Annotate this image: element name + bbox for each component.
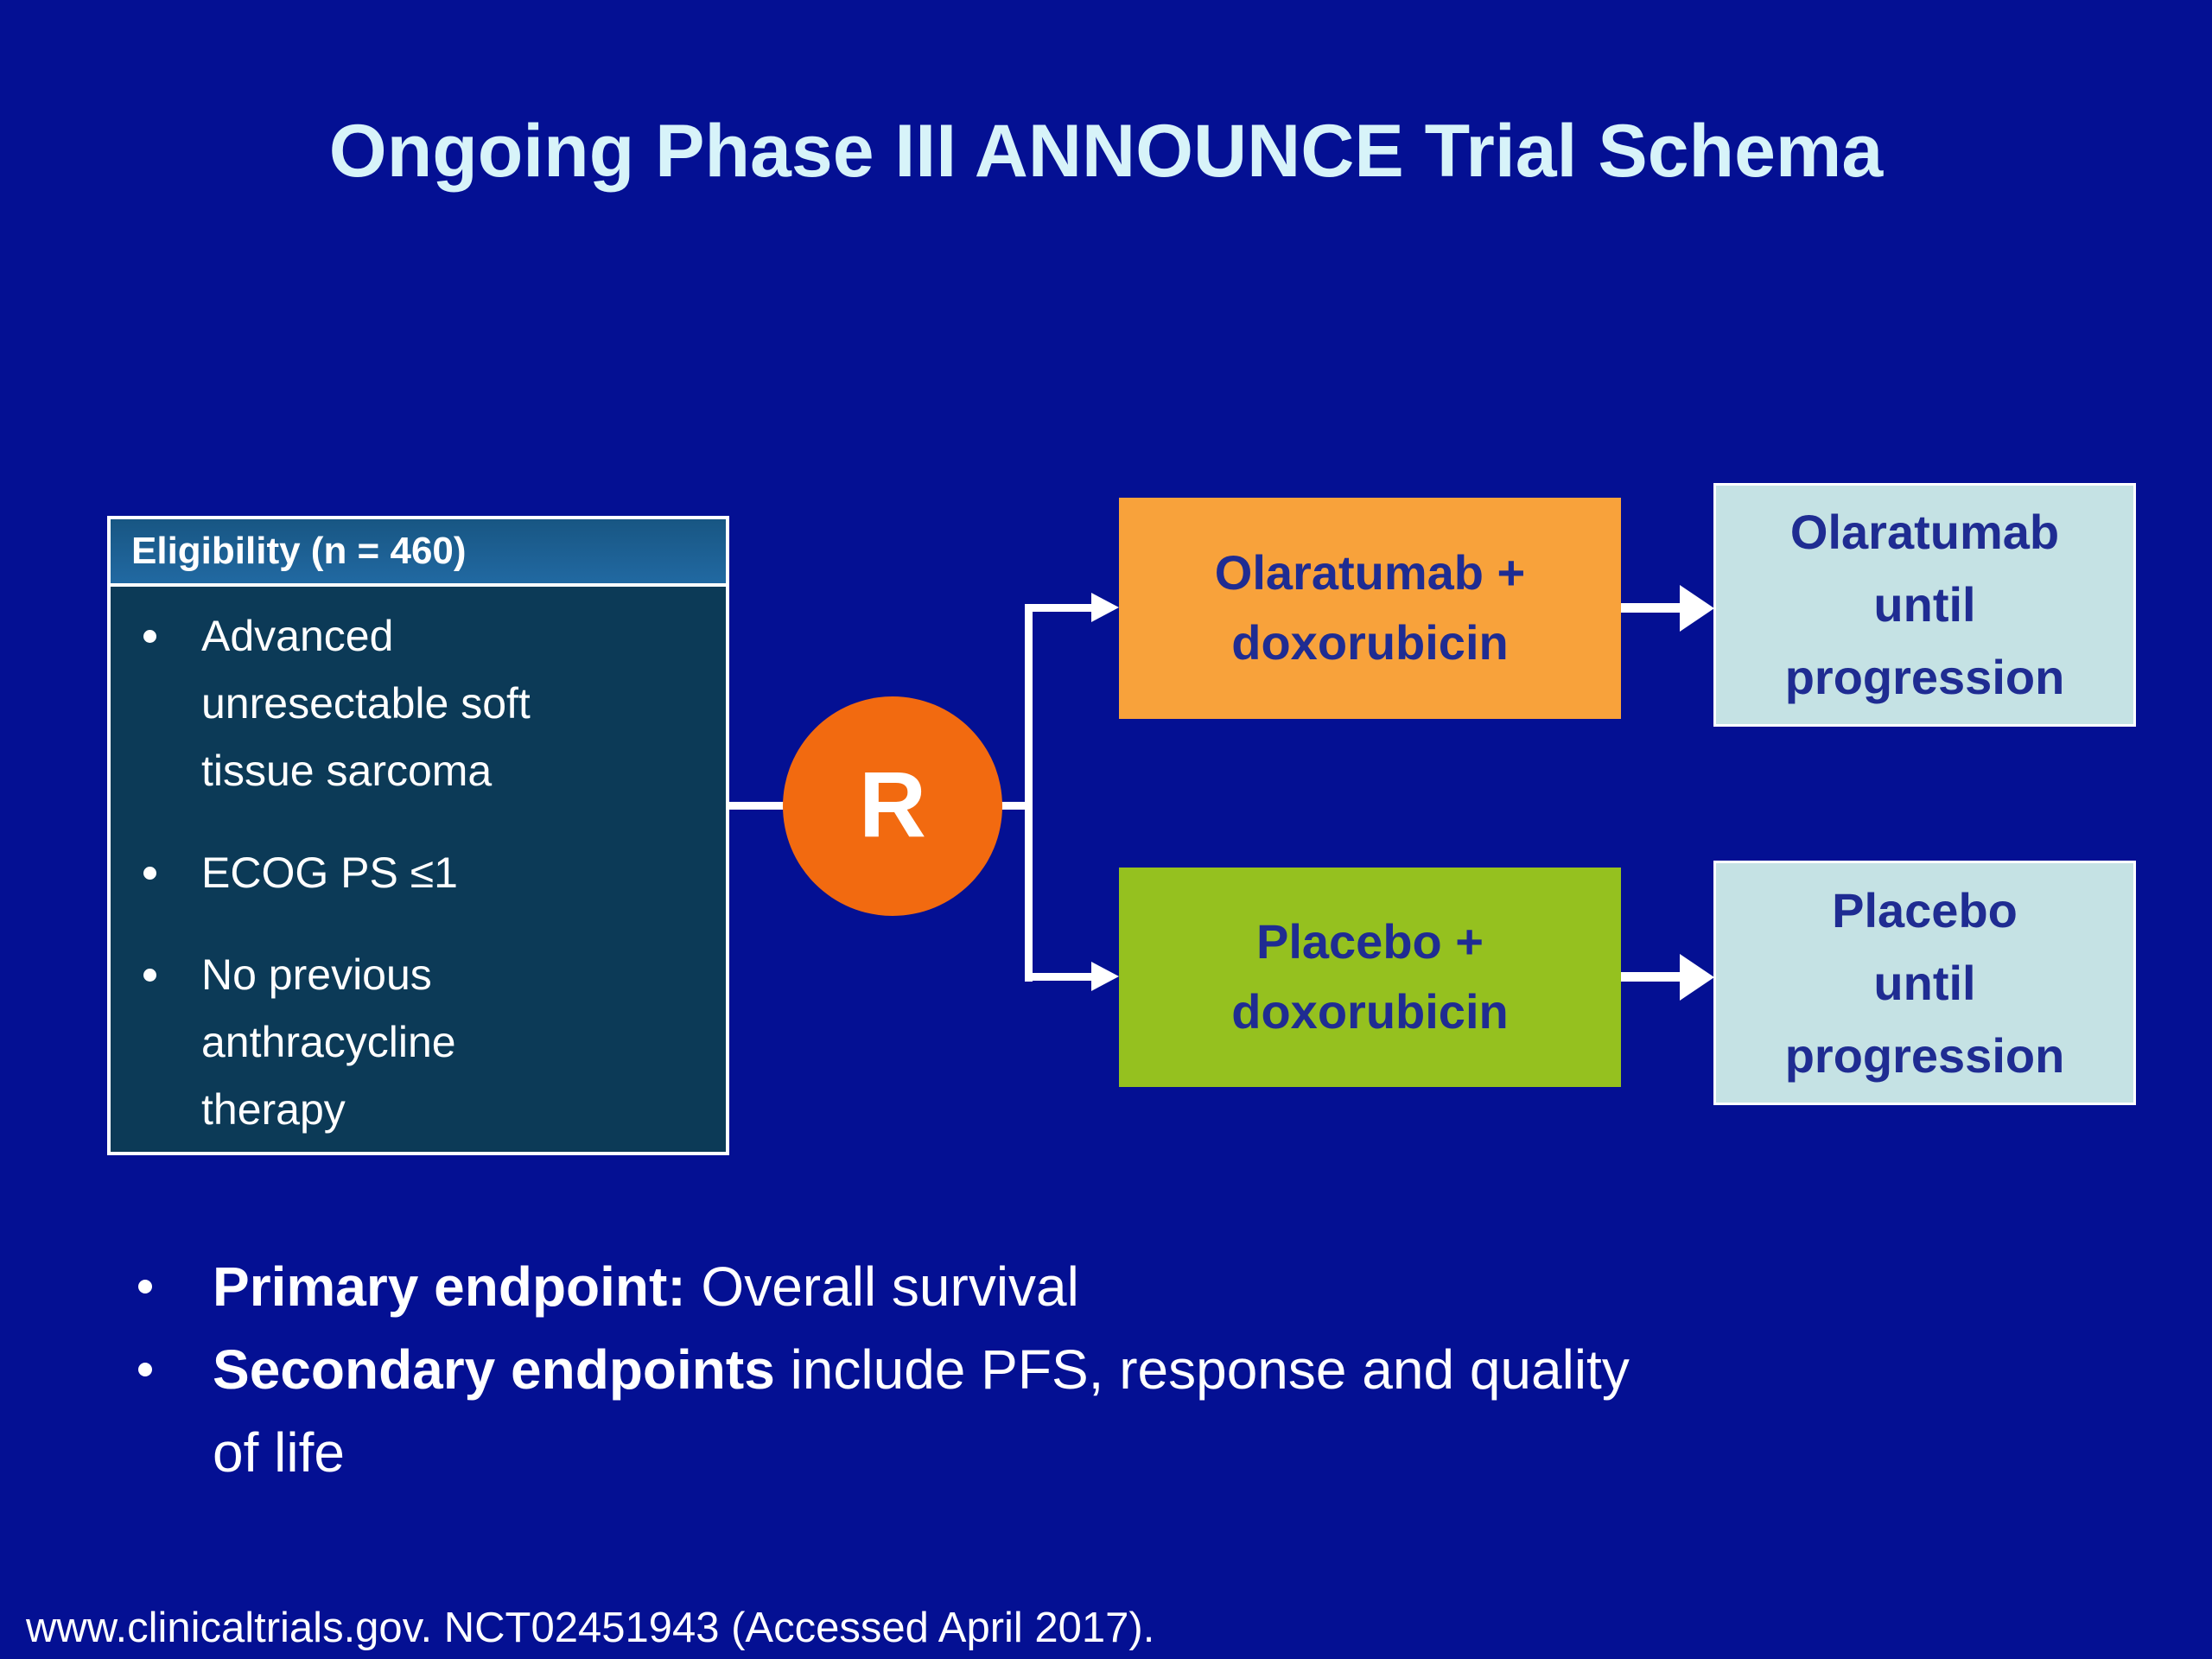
- eligibility-item: No previous anthracycline therapy: [128, 941, 709, 1143]
- endpoint-text: Primary endpoint: Overall survival: [213, 1245, 1079, 1328]
- endpoint-rest-text: Overall survival: [685, 1255, 1079, 1318]
- eligibility-item: ECOG PS ≤1: [128, 839, 709, 906]
- eligibility-box: Eligibility (n = 460) Advanced unresecta…: [107, 516, 729, 1155]
- connector-r-to-branch: [994, 802, 1033, 810]
- endpoint-item: Secondary endpoints include PFS, respons…: [138, 1328, 2152, 1494]
- eligibility-item: Advanced unresectable soft tissue sarcom…: [128, 602, 709, 804]
- connector-eligibility-to-r: [726, 802, 786, 810]
- slide-title: Ongoing Phase III ANNOUNCE Trial Schema: [328, 110, 1884, 193]
- eligibility-header: Eligibility (n = 460): [111, 519, 726, 587]
- eligibility-item-text: No previous anthracycline therapy: [201, 950, 456, 1134]
- olaratumab-arm-box: Olaratumab + doxorubicin: [1119, 498, 1621, 719]
- randomization-circle: R: [783, 696, 1002, 916]
- arrow-olaratumab-to-outcome-icon: [1680, 585, 1714, 632]
- bullet-icon: [138, 1280, 152, 1294]
- randomization-label: R: [859, 751, 926, 856]
- arrow-placebo-to-outcome-line: [1621, 972, 1687, 982]
- branch-vertical-line: [1025, 604, 1033, 982]
- branch-top-line: [1025, 604, 1094, 612]
- olaratumab-outcome-label: Olaratumab until progression: [1784, 505, 2065, 704]
- bullet-icon: [143, 630, 156, 643]
- bullet-icon: [143, 867, 156, 880]
- eligibility-item-text: Advanced unresectable soft tissue sarcom…: [201, 612, 531, 795]
- endpoints-list: Primary endpoint: Overall survival Secon…: [138, 1245, 2152, 1494]
- endpoint-item: Primary endpoint: Overall survival: [138, 1245, 2152, 1328]
- arrow-placebo-to-outcome-icon: [1680, 954, 1714, 1001]
- eligibility-item-text: ECOG PS ≤1: [201, 849, 458, 897]
- branch-bottom-line: [1025, 973, 1094, 981]
- bullet-icon: [143, 969, 156, 982]
- bullet-icon: [138, 1363, 152, 1376]
- eligibility-list: Advanced unresectable soft tissue sarcom…: [111, 587, 726, 1143]
- endpoint-bold-text: Secondary endpoints: [213, 1338, 775, 1401]
- placebo-arm-label: Placebo + doxorubicin: [1231, 914, 1509, 1039]
- olaratumab-outcome-box: Olaratumab until progression: [1713, 483, 2136, 727]
- footer-citation: www.clinicaltrials.gov. NCT02451943 (Acc…: [26, 1605, 1155, 1651]
- placebo-outcome-box: Placebo until progression: [1713, 861, 2136, 1105]
- endpoint-text: Secondary endpoints include PFS, respons…: [213, 1328, 1630, 1494]
- endpoint-bold-text: Primary endpoint:: [213, 1255, 686, 1318]
- placebo-arm-box: Placebo + doxorubicin: [1119, 868, 1621, 1087]
- placebo-outcome-label: Placebo until progression: [1784, 882, 2065, 1083]
- endpoint-rest-text: include PFS, response and quality of lif…: [213, 1338, 1630, 1484]
- arrow-olaratumab-to-outcome-line: [1621, 603, 1687, 613]
- arrow-head-top-icon: [1091, 593, 1119, 622]
- olaratumab-arm-label: Olaratumab + doxorubicin: [1214, 545, 1526, 670]
- arrow-head-bottom-icon: [1091, 962, 1119, 991]
